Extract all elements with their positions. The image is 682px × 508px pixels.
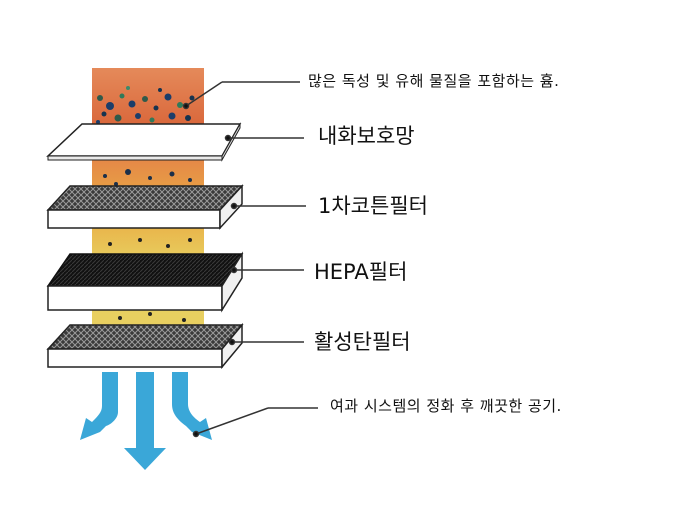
hepa-label: HEPA필터 xyxy=(314,260,408,284)
cotton-label: 1차코튼필터 xyxy=(318,194,428,218)
down-arrow-icon xyxy=(80,372,212,470)
cotton-layer xyxy=(46,184,244,230)
clean-air-label: 여과 시스템의 정화 후 깨끗한 공기. xyxy=(330,397,562,415)
low-particles xyxy=(108,238,192,322)
carbon-layer xyxy=(46,322,244,370)
smoke-label: 많은 독성 및 유해 물질을 포함하는 흄. xyxy=(308,72,560,90)
mesh-label: 내화보호망 xyxy=(318,124,415,148)
carbon-label: 활성탄필터 xyxy=(314,330,411,354)
hepa-layer xyxy=(46,251,244,313)
leader-lines xyxy=(182,81,318,438)
smoke-particles xyxy=(96,86,195,124)
mid-particles xyxy=(103,169,192,186)
mesh-layer xyxy=(46,122,242,162)
